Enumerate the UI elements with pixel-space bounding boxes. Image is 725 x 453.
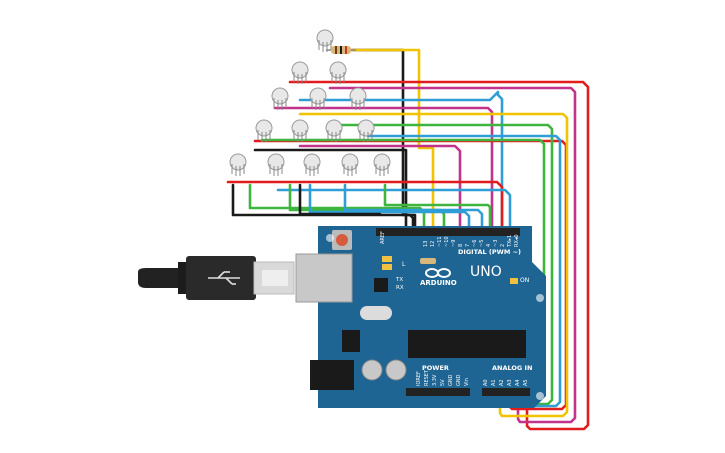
power-header-label: POWER xyxy=(422,364,449,372)
pin-label-A5: A5 xyxy=(523,379,529,386)
led[interactable] xyxy=(291,61,309,84)
aref-label: AREF xyxy=(380,231,386,244)
wire-yellow-row4[interactable] xyxy=(298,112,569,418)
led[interactable] xyxy=(291,119,309,142)
led[interactable] xyxy=(271,87,289,110)
wire-green-row5b[interactable] xyxy=(288,183,446,230)
resistor-top[interactable] xyxy=(326,46,356,54)
wire-black-row4[interactable] xyxy=(253,148,408,230)
arduino-logo-icon xyxy=(425,268,451,278)
led[interactable] xyxy=(255,119,273,142)
usb-icon xyxy=(208,271,240,285)
led[interactable] xyxy=(303,153,321,176)
led[interactable] xyxy=(267,153,285,176)
pin-label-3: ~3 xyxy=(493,240,499,247)
pin-label-A0: A0 xyxy=(483,379,489,386)
pin-label-7: 7 xyxy=(465,244,471,247)
wire-red-row2[interactable] xyxy=(288,80,590,431)
wire-blue-row4[interactable] xyxy=(366,134,562,408)
wire-blue-row5b[interactable] xyxy=(308,183,471,230)
usb-socket xyxy=(295,253,353,303)
pin-label-Vin: Vin xyxy=(464,378,470,386)
led[interactable] xyxy=(329,61,347,84)
digital-header-label: DIGITAL (PWM ~) xyxy=(458,248,521,256)
pin-label-11: ~11 xyxy=(437,236,443,247)
rx-label: RX xyxy=(396,285,404,291)
microcontroller-chip xyxy=(408,330,526,358)
pin-label-A1: A1 xyxy=(491,379,497,386)
pin-label-A2: A2 xyxy=(499,379,505,386)
wire-magenta-row3[interactable] xyxy=(273,106,494,230)
wire-red-row5[interactable] xyxy=(226,180,504,230)
pin-label-2: 2 xyxy=(500,244,506,247)
reset-button[interactable] xyxy=(332,230,352,250)
wire-blue-row5[interactable] xyxy=(276,188,512,230)
pin-label-5: ~5 xyxy=(479,240,485,247)
digital-header xyxy=(376,228,520,236)
pin-label-9: ~9 xyxy=(451,240,457,247)
pin-label-33V: 3.3V xyxy=(432,374,438,386)
led[interactable] xyxy=(325,119,343,142)
pin-label-RX0: RX◂0 xyxy=(514,234,520,247)
led-array xyxy=(229,29,391,176)
wire-blue-row3[interactable] xyxy=(298,90,504,230)
pin-label-4: 4 xyxy=(486,244,492,247)
led[interactable] xyxy=(229,153,247,176)
led[interactable] xyxy=(316,29,334,52)
pin-label-10: ~10 xyxy=(444,236,450,247)
pin-label-GND: GND xyxy=(456,374,462,386)
pin-label-RESET: RESET xyxy=(424,369,430,386)
wire-black-row5[interactable] xyxy=(231,183,415,230)
pin-label-IOREF: IOREF xyxy=(416,371,422,386)
analog-header-label: ANALOG IN xyxy=(492,364,532,372)
wire-blue-row5c[interactable] xyxy=(343,183,484,230)
pin-label-8: 8 xyxy=(458,244,464,247)
wire-green-row5c[interactable] xyxy=(383,183,492,230)
arduino-board[interactable]: DIGITAL (PWM ~) UNO ARDUINO ON L TX RX P… xyxy=(295,226,546,408)
l-label: L xyxy=(402,261,406,268)
pin-label-12: 12 xyxy=(430,241,436,247)
board-model-label: UNO xyxy=(470,264,502,280)
led[interactable] xyxy=(309,87,327,110)
wire-yellow-resistor[interactable] xyxy=(350,48,435,230)
led[interactable] xyxy=(373,153,391,176)
pin-label-GND: GND xyxy=(448,374,454,386)
wire-magenta-row2[interactable] xyxy=(328,86,577,424)
tx-label: TX xyxy=(395,277,403,283)
pin-label-A3: A3 xyxy=(507,379,513,386)
power-jack xyxy=(310,360,354,390)
pin-label-6: ~6 xyxy=(472,240,478,247)
analog-header xyxy=(482,388,530,396)
led[interactable] xyxy=(357,119,375,142)
pin-label-TX1: TX▸1 xyxy=(507,235,513,248)
wire-black-row5b[interactable] xyxy=(298,183,382,216)
led[interactable] xyxy=(341,153,359,176)
on-label: ON xyxy=(520,277,529,284)
pin-label-13: 13 xyxy=(423,241,429,247)
usb-cable[interactable] xyxy=(138,256,295,300)
power-header xyxy=(406,388,470,396)
wire-green-row5a[interactable] xyxy=(248,183,426,230)
pin-label-5V: 5V xyxy=(440,379,446,386)
pin-label-A4: A4 xyxy=(515,379,521,386)
brand-label: ARDUINO xyxy=(420,279,457,287)
led[interactable] xyxy=(349,87,367,110)
